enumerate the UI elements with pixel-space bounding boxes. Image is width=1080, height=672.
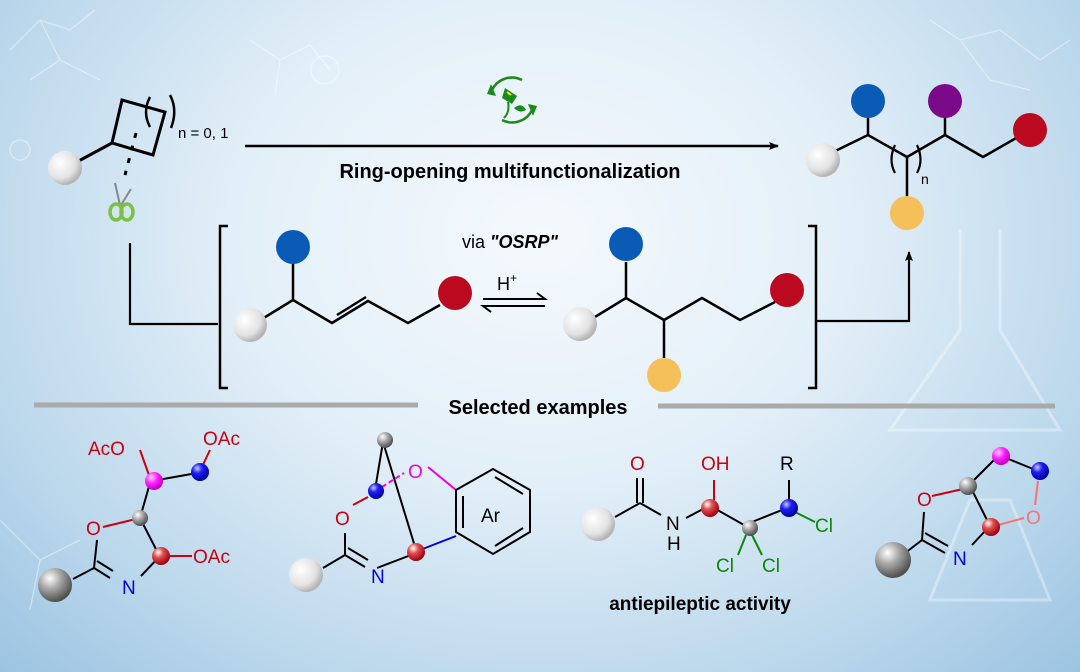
example4-nitrogen-label: N <box>953 549 967 570</box>
substrate-ball <box>48 151 82 185</box>
example3-hydrogen-label: H <box>667 534 681 555</box>
example4-red-atom <box>982 518 1000 536</box>
example1-blue-atom <box>191 463 209 481</box>
intermediate-branched <box>589 262 776 360</box>
example3-chlorine-label-2: Cl <box>762 556 780 577</box>
example3-grey-atom <box>742 520 758 536</box>
example4-grey-atom <box>959 477 977 495</box>
example1-substrate-ball <box>38 568 72 602</box>
background-flasks <box>887 230 1063 602</box>
product-substrate-ball <box>806 143 840 177</box>
background-molecule-network <box>0 9 1071 611</box>
example1-aco-label: AcO <box>88 439 125 460</box>
example-trichloro-amide: O OH R N H Cl Cl Cl antiepileptic activi… <box>581 454 833 615</box>
mechanism-connector-left <box>128 243 218 326</box>
branched-substrate-ball <box>563 307 597 341</box>
repeat-bracket-right <box>168 94 176 129</box>
example2-grey-atom <box>377 432 393 448</box>
example1-red-atom <box>152 547 170 565</box>
example3-hydroxyl-label: OH <box>701 454 730 475</box>
example3-blue-atom <box>780 499 798 517</box>
substrate-cyclobutane <box>48 94 176 185</box>
product-blue-group <box>851 84 885 118</box>
intermediate-bracket-left <box>218 224 228 390</box>
via-label: via "OSRP" <box>462 232 559 252</box>
example4-magenta-atom <box>992 447 1010 465</box>
alkene-blue-group <box>276 230 310 264</box>
mechanism-connector-right <box>816 251 913 323</box>
cleavage-dashed-bond <box>123 132 138 176</box>
branched-orange-group <box>647 358 681 392</box>
selected-examples-heading: Selected examples <box>449 397 628 419</box>
example1-ring-oxygen-label: O <box>86 519 101 540</box>
example2-blue-atom <box>368 483 384 499</box>
example2-substrate-ball <box>289 558 323 592</box>
equilibrium-arrows <box>480 292 548 313</box>
example4-substrate-ball <box>875 542 911 578</box>
example3-carbonyl-oxygen-label: O <box>630 454 645 475</box>
example3-chlorine-label-3: Cl <box>815 516 833 537</box>
equilibrium-catalyst-label: H+ <box>497 271 517 294</box>
example3-red-atom <box>701 499 719 517</box>
example4-ring-oxygen-label: O <box>917 490 932 511</box>
reaction-label: Ring-opening multifunctionalization <box>339 161 680 183</box>
product-red-group <box>1013 113 1047 147</box>
branched-red-group <box>770 273 804 307</box>
ring-size-label: n = 0, 1 <box>178 125 228 142</box>
antiepileptic-caption: antiepileptic activity <box>609 594 791 615</box>
example1-oac-side-label: OAc <box>193 547 230 568</box>
example1-magenta-atom <box>145 472 163 490</box>
example2-aryl-label: Ar <box>481 506 501 527</box>
example2-red-atom <box>407 543 425 561</box>
product-purple-group <box>928 84 962 118</box>
example4-blue-atom <box>1031 462 1049 480</box>
product-repeat-label: n <box>921 171 929 187</box>
example-fused-bicyclic-oxazoline: O O N <box>875 447 1049 578</box>
example2-nitrogen-label: N <box>371 567 385 588</box>
example1-oac-top-label: OAc <box>203 429 240 450</box>
alkene-substrate-ball <box>233 308 267 342</box>
scissors-icon <box>108 182 135 222</box>
example2-ring-oxygen-label: O <box>335 509 350 530</box>
alkene-red-group <box>438 276 472 310</box>
example1-grey-atom <box>132 510 148 526</box>
example3-chlorine-label-1: Cl <box>716 556 734 577</box>
example-triacetoxy-oxazoline: AcO OAc O OAc N <box>38 429 240 602</box>
example1-nitrogen-label: N <box>122 578 136 599</box>
product-structure <box>822 103 1019 197</box>
example3-substrate-ball <box>581 507 615 541</box>
example2-bridge-oxygen-label: O <box>408 462 423 483</box>
repeat-bracket-left <box>144 96 152 128</box>
green-energy-plug-icon <box>487 76 537 124</box>
intermediate-bracket-right <box>808 224 818 390</box>
example4-peroxide-oxygen-label: O <box>1026 508 1041 529</box>
branched-blue-group <box>609 227 643 261</box>
product-orange-group <box>890 196 924 230</box>
example-bridged-aryl-oxazine: O O Ar N <box>289 432 531 592</box>
example3-nitrogen-label: N <box>666 514 680 535</box>
example3-r-group-label: R <box>780 454 794 475</box>
